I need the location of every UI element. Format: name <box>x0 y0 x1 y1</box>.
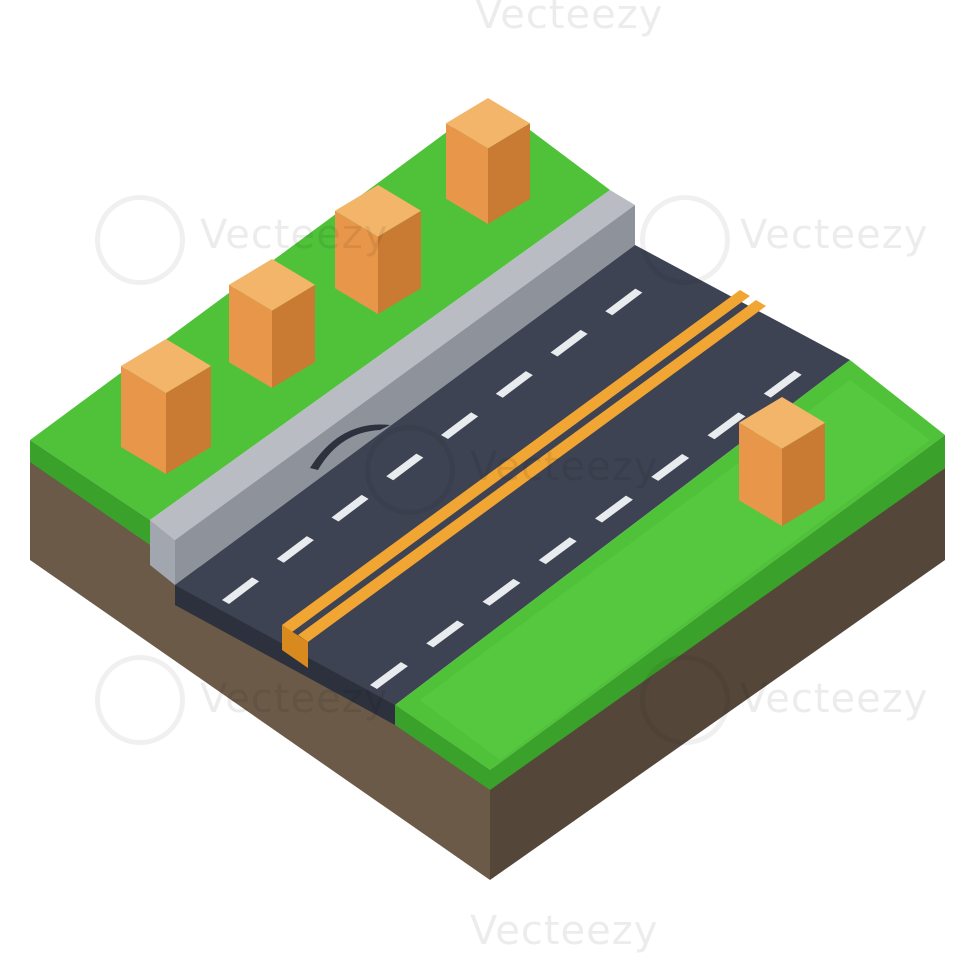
box-right-face <box>488 123 530 224</box>
watermark-logo-5 <box>640 655 730 745</box>
lane-dash-lower <box>651 453 690 481</box>
lane-dash-upper <box>331 494 369 522</box>
lane-dash-lower <box>482 578 521 606</box>
box-left-face <box>335 210 378 314</box>
box-left-face <box>229 284 272 388</box>
box-left-face <box>121 366 166 474</box>
center-line-side <box>282 625 308 668</box>
box-left-face <box>446 123 488 224</box>
center-line <box>282 290 766 668</box>
lane-dash-lower <box>763 370 802 398</box>
center-line-2 <box>298 300 766 642</box>
box-top-face <box>229 259 315 311</box>
road-front-face <box>175 585 395 725</box>
watermark-text-1: Vecteezy <box>475 0 664 38</box>
box-1 <box>446 98 530 224</box>
lane-dash-upper <box>441 412 479 439</box>
box-top-face <box>121 339 211 393</box>
box-3 <box>229 259 315 388</box>
watermark-text-2: Vecteezy <box>200 212 389 258</box>
lane-dash-upper <box>550 329 588 357</box>
watermark-text-7: Vecteezy <box>470 908 659 954</box>
curb-front <box>175 205 635 585</box>
box-top-face <box>335 185 421 237</box>
cargo-boxes <box>121 98 825 526</box>
culvert-arch <box>310 424 390 470</box>
lane-dash-lower <box>595 495 633 523</box>
lane-dash-upper <box>495 371 533 398</box>
curb-top <box>150 190 635 540</box>
box-2 <box>335 185 421 314</box>
watermark-logo-2 <box>640 195 730 285</box>
box-right-face <box>378 210 421 314</box>
box-right-face <box>272 284 315 388</box>
watermark-logo-3 <box>365 425 455 515</box>
lane-dash-lower <box>370 662 408 689</box>
watermark-text-4: Vecteezy <box>470 444 659 490</box>
box-left-face <box>739 422 782 526</box>
box-top-face <box>739 397 825 449</box>
grass-right-front <box>395 705 490 790</box>
curb-left-face <box>150 520 175 585</box>
lane-dash-upper <box>605 288 643 316</box>
box-right-face <box>782 422 825 526</box>
watermark-logo-1 <box>95 195 185 285</box>
soil-left-face <box>30 448 490 880</box>
curb <box>150 190 635 585</box>
box-right-face <box>166 366 211 474</box>
watermark-text-5: Vecteezy <box>200 676 389 722</box>
box-top-face <box>446 98 530 149</box>
box-5 <box>739 397 825 526</box>
lane-dash-lower <box>707 412 746 440</box>
watermark-text-6: Vecteezy <box>740 676 929 722</box>
lane-dash-upper <box>222 577 260 604</box>
lane-dash-upper <box>276 536 314 563</box>
watermark-logo-4 <box>95 655 185 745</box>
center-line-1 <box>282 290 750 632</box>
box-4 <box>121 339 211 474</box>
watermark-text-3: Vecteezy <box>740 212 929 258</box>
grass-left-edge <box>30 440 150 545</box>
lane-dash-lower <box>538 537 577 565</box>
grass-right-side <box>490 435 945 790</box>
lane-dash-lower <box>426 620 465 648</box>
